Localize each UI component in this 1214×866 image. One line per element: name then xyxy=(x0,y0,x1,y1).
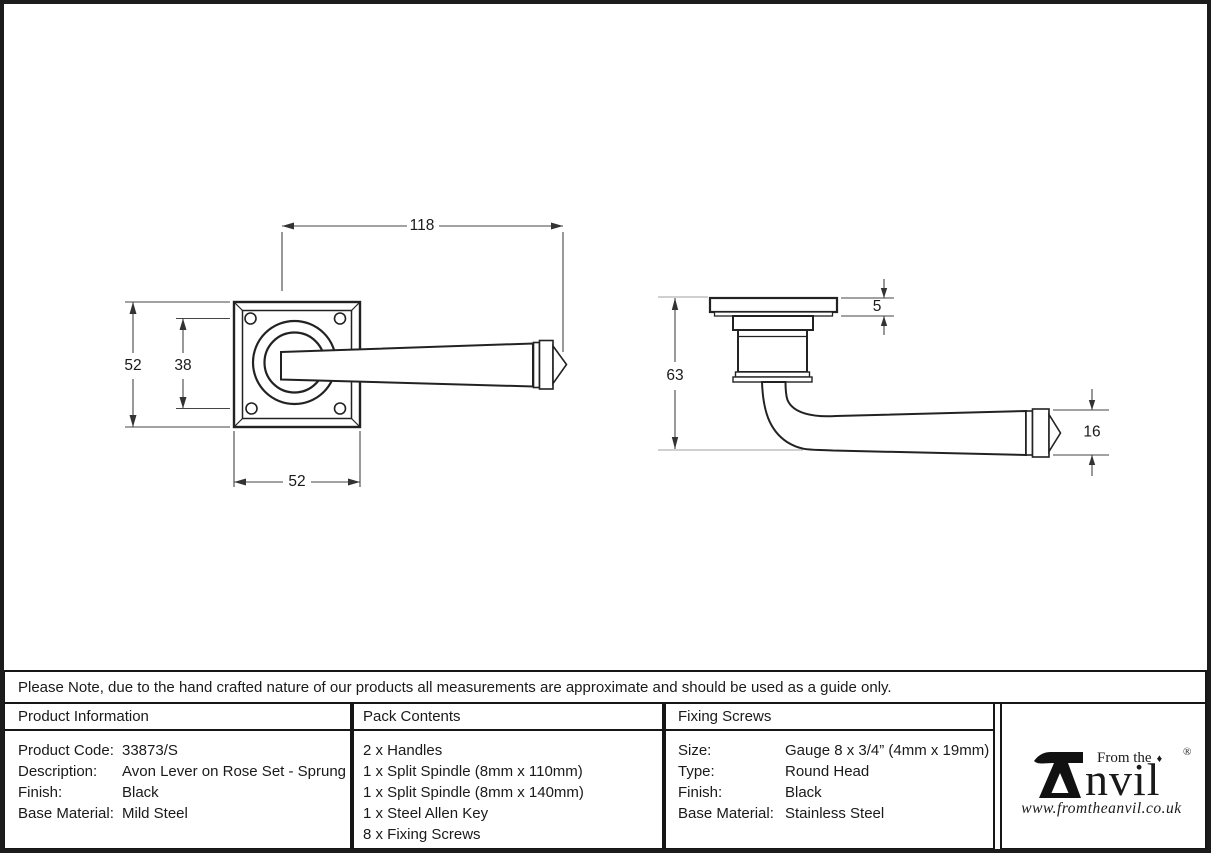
logo-website: www.fromtheanvil.co.uk xyxy=(1021,800,1182,817)
list-item: 1 x Steel Allen Key xyxy=(363,805,489,822)
lever-arm-side xyxy=(760,381,1027,457)
row-label: Size: xyxy=(678,742,712,759)
note-bar: Please Note, due to the hand crafted nat… xyxy=(3,670,1207,704)
screw-holes xyxy=(244,312,347,415)
rose-neck xyxy=(732,315,814,331)
note-text: Please Note, due to the hand crafted nat… xyxy=(18,678,892,696)
table-row: Product Code: 33873/S xyxy=(18,740,350,761)
finial-collar-front xyxy=(532,341,541,389)
row-label: Base Material: xyxy=(18,805,114,822)
dim-38-label: 38 xyxy=(174,357,191,374)
row-label: Type: xyxy=(678,763,715,780)
side-view-dimensions xyxy=(658,279,1109,476)
finial-point-front xyxy=(552,343,568,387)
list-item: 2 x Handles xyxy=(363,742,443,759)
row-value: Round Head xyxy=(785,763,870,780)
front-view-dimensions xyxy=(125,222,564,487)
row-value: Black xyxy=(785,784,822,801)
fixing-screws-body: Size: Gauge 8 x 3/4” (4mm x 19mm) Type: … xyxy=(664,729,995,850)
front-view xyxy=(232,300,568,429)
dim-52-width-label: 52 xyxy=(288,473,305,490)
row-label: Finish: xyxy=(18,784,63,801)
list-item: 1 x Split Spindle (8mm x 110mm) xyxy=(363,763,583,780)
logo-tagline: From the♦ xyxy=(1097,750,1163,766)
table-row: Base Material: Stainless Steel xyxy=(678,803,993,824)
dim-52-height-label: 52 xyxy=(124,357,141,374)
row-label: Base Material: xyxy=(678,805,774,822)
finial-point-side xyxy=(1048,411,1062,455)
row-value: Avon Lever on Rose Set - Sprung xyxy=(122,763,347,780)
product-information-body: Product Code: 33873/S Description: Avon … xyxy=(3,729,352,850)
from-the-anvil-logo: From the♦ nvil ® www.fromtheanvil.co.uk xyxy=(1002,704,1205,848)
table-row: Type: Round Head xyxy=(678,761,993,782)
pack-contents-body: 2 x Handles 1 x Split Spindle (8mm x 110… xyxy=(352,729,664,850)
table-row: Finish: Black xyxy=(18,782,350,803)
finial-cap-side xyxy=(1031,408,1050,458)
diamond-icon: ♦ xyxy=(1156,753,1163,765)
dim-5-label: 5 xyxy=(873,298,882,315)
table-row: Finish: Black xyxy=(678,782,993,803)
cylinder-flange-1 xyxy=(734,371,811,378)
row-value: Black xyxy=(122,784,159,801)
dim-16-label: 16 xyxy=(1083,424,1100,441)
table-row: Base Material: Mild Steel xyxy=(18,803,350,824)
technical-drawing: 118 52 38 52 xyxy=(124,217,1109,490)
finial-cap-front xyxy=(538,339,554,390)
list-item: 8 x Fixing Screws xyxy=(363,826,481,843)
row-label: Finish: xyxy=(678,784,723,801)
logo-box: From the♦ nvil ® www.fromtheanvil.co.uk xyxy=(1000,702,1207,850)
dim-63-label: 63 xyxy=(666,367,683,384)
row-label: Description: xyxy=(18,763,98,780)
header-product-information: Product Information xyxy=(3,702,352,731)
anvil-a-icon xyxy=(1034,752,1083,798)
row-value: Mild Steel xyxy=(122,805,188,822)
row-value: 33873/S xyxy=(122,742,178,759)
row-label: Product Code: xyxy=(18,742,114,759)
dim-118-label: 118 xyxy=(410,217,435,234)
logo-brand-text: nvil xyxy=(1085,754,1161,805)
table-row: Size: Gauge 8 x 3/4” (4mm x 19mm) xyxy=(678,740,993,761)
side-view xyxy=(708,296,1062,458)
header-fixing-screws: Fixing Screws xyxy=(664,702,995,731)
finial-collar-side xyxy=(1025,410,1034,456)
header-pack-contents: Pack Contents xyxy=(352,702,664,731)
row-value: Gauge 8 x 3/4” (4mm x 19mm) xyxy=(785,742,990,759)
lever-arm-front xyxy=(280,342,534,388)
rose-plate-side xyxy=(708,296,839,314)
table-row: Description: Avon Lever on Rose Set - Sp… xyxy=(18,761,350,782)
list-item: 1 x Split Spindle (8mm x 140mm) xyxy=(363,784,584,801)
registered-trademark-icon: ® xyxy=(1183,746,1192,758)
row-value: Stainless Steel xyxy=(785,805,885,822)
